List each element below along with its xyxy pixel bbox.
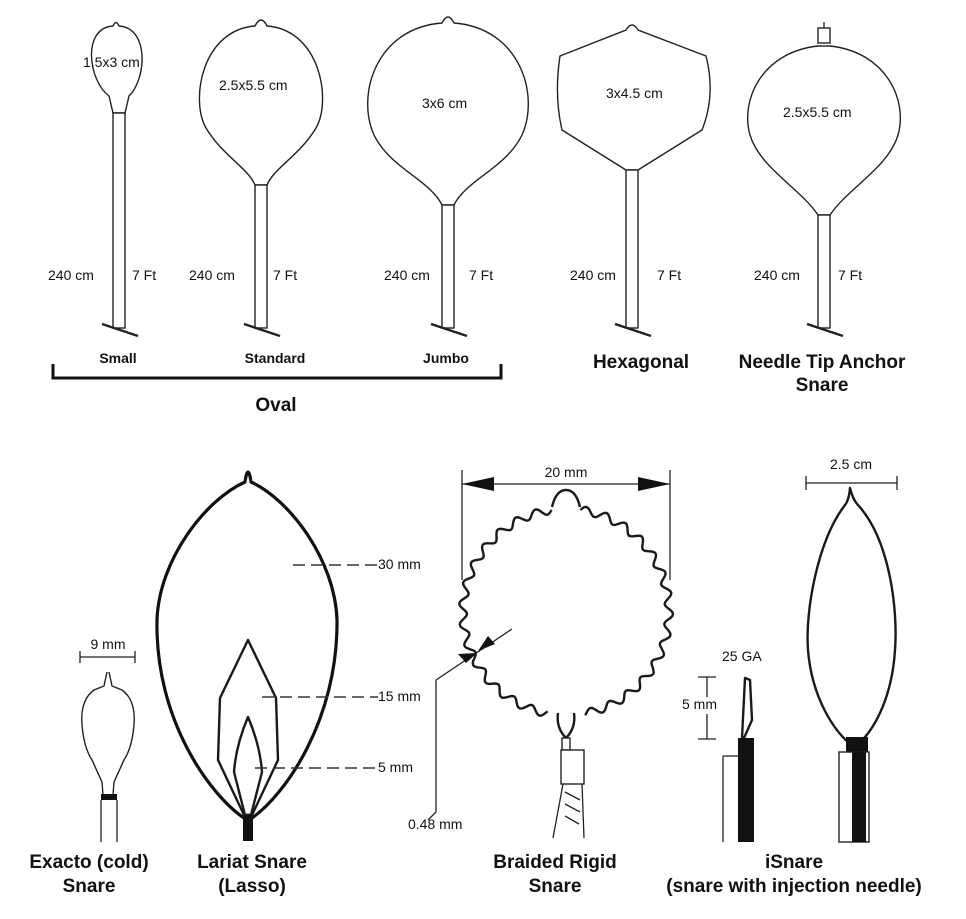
needle-tip-sheath xyxy=(817,214,831,329)
standard-loop xyxy=(198,19,324,186)
standard-length-cm: 240 cm xyxy=(189,267,235,283)
small-loop xyxy=(90,21,143,114)
braided-width-arrow-right xyxy=(638,477,670,491)
braided-collar xyxy=(560,749,585,785)
lariat-dim-outer: 30 mm xyxy=(378,556,421,572)
isnare-tip xyxy=(846,737,868,752)
lariat-middle-loop xyxy=(216,638,280,817)
braided-width-arrow-left xyxy=(462,477,494,491)
jumbo-oval-snare: 3x6 cm 240 cm 7 Ft Jumbo xyxy=(367,16,529,366)
braided-width: 20 mm xyxy=(545,464,588,480)
exacto-label-line1: Exacto (cold) xyxy=(29,852,148,873)
braided-label-line2: Snare xyxy=(529,876,582,897)
jumbo-length-ft: 7 Ft xyxy=(469,267,493,283)
isnare-needle-catheter xyxy=(738,738,754,842)
lariat-snare: 30 mm 15 mm 5 mm Lariat Snare (Lasso) xyxy=(155,470,421,897)
braided-wire-leader xyxy=(427,680,437,821)
lariat-label-line1: Lariat Snare xyxy=(197,852,307,873)
hexagonal-length-ft: 7 Ft xyxy=(657,267,681,283)
hexagonal-length-cm: 240 cm xyxy=(570,267,616,283)
braided-shaft xyxy=(552,783,585,839)
isnare: 2.5 cm 5 mm 25 GA iSnare (snare with inj… xyxy=(666,456,922,897)
isnare-needle-gauge: 25 GA xyxy=(722,648,762,664)
needle-tip-label-line2: Snare xyxy=(796,375,849,396)
exacto-width: 9 mm xyxy=(91,636,126,652)
hexagonal-sheath xyxy=(625,169,639,329)
jumbo-label: Jumbo xyxy=(423,350,469,366)
small-length-ft: 7 Ft xyxy=(132,267,156,283)
jumbo-size: 3x6 cm xyxy=(422,95,467,111)
exacto-loop xyxy=(81,671,135,796)
small-label: Small xyxy=(99,350,136,366)
jumbo-sheath xyxy=(441,204,455,329)
hexagonal-label: Hexagonal xyxy=(593,352,689,373)
lariat-dim-middle: 15 mm xyxy=(378,688,421,704)
isnare-needle-length: 5 mm xyxy=(682,696,717,712)
isnare-needle xyxy=(740,676,754,740)
small-length-cm: 240 cm xyxy=(48,267,94,283)
exacto-tip xyxy=(101,794,117,800)
standard-length-ft: 7 Ft xyxy=(273,267,297,283)
lariat-shaft xyxy=(243,815,253,841)
oval-group-bracket: Oval xyxy=(51,364,503,416)
lariat-label-line2: (Lasso) xyxy=(218,876,286,897)
isnare-sheath-inner xyxy=(852,752,866,842)
braided-connector xyxy=(561,737,571,751)
standard-sheath xyxy=(254,184,268,329)
isnare-label-line1: iSnare xyxy=(765,852,823,873)
isnare-loop xyxy=(806,486,897,744)
braided-wire-arrow-outer xyxy=(458,653,477,663)
lariat-dim-inner: 5 mm xyxy=(378,759,413,775)
small-base xyxy=(101,322,139,338)
standard-base xyxy=(243,322,281,338)
needle-tip-length-ft: 7 Ft xyxy=(838,267,862,283)
braided-neck xyxy=(556,712,576,740)
jumbo-length-cm: 240 cm xyxy=(384,267,430,283)
braided-wire-arrow-inner xyxy=(478,636,495,651)
braided-rigid-snare: 20 mm 0.48 mm Braided Rigid Snare xyxy=(408,464,675,897)
braided-label-line1: Braided Rigid xyxy=(493,852,617,873)
needle-tip-anchor-snare: 2.5x5.5 cm 240 cm 7 Ft Needle Tip Anchor… xyxy=(739,22,906,396)
exacto-label-line2: Snare xyxy=(63,876,116,897)
jumbo-base xyxy=(430,322,468,338)
standard-size: 2.5x5.5 cm xyxy=(219,77,287,93)
braided-wire: 0.48 mm xyxy=(408,816,462,832)
small-sheath xyxy=(112,112,126,329)
isnare-label-line2: (snare with injection needle) xyxy=(666,876,922,897)
needle-tip-loop xyxy=(746,45,902,216)
needle-tip-base xyxy=(806,322,844,338)
standard-oval-snare: 2.5x5.5 cm 240 cm 7 Ft Standard xyxy=(189,19,324,366)
needle-tip-anchor xyxy=(817,27,831,44)
hexagonal-size: 3x4.5 cm xyxy=(606,85,663,101)
oval-bracket-line xyxy=(51,364,503,380)
lariat-outer-loop xyxy=(155,470,339,820)
needle-tip-size: 2.5x5.5 cm xyxy=(783,104,851,120)
braided-top-nub xyxy=(550,488,582,508)
oval-group-label: Oval xyxy=(255,395,296,416)
exacto-snare: 9 mm Exacto (cold) Snare xyxy=(29,636,148,897)
jumbo-loop xyxy=(367,16,529,206)
hexagonal-base xyxy=(614,322,652,338)
needle-tip-length-cm: 240 cm xyxy=(754,267,800,283)
needle-tip-label-line1: Needle Tip Anchor xyxy=(739,352,906,373)
braided-loop xyxy=(458,505,675,717)
isnare-width: 2.5 cm xyxy=(830,456,872,472)
small-oval-snare: 1.5x3 cm 240 cm 7 Ft Small xyxy=(48,21,156,366)
hexagonal-snare: 3x4.5 cm 240 cm 7 Ft Hexagonal xyxy=(556,24,711,373)
small-size: 1.5x3 cm xyxy=(83,54,140,70)
standard-label: Standard xyxy=(245,350,306,366)
hexagonal-loop xyxy=(556,24,711,171)
